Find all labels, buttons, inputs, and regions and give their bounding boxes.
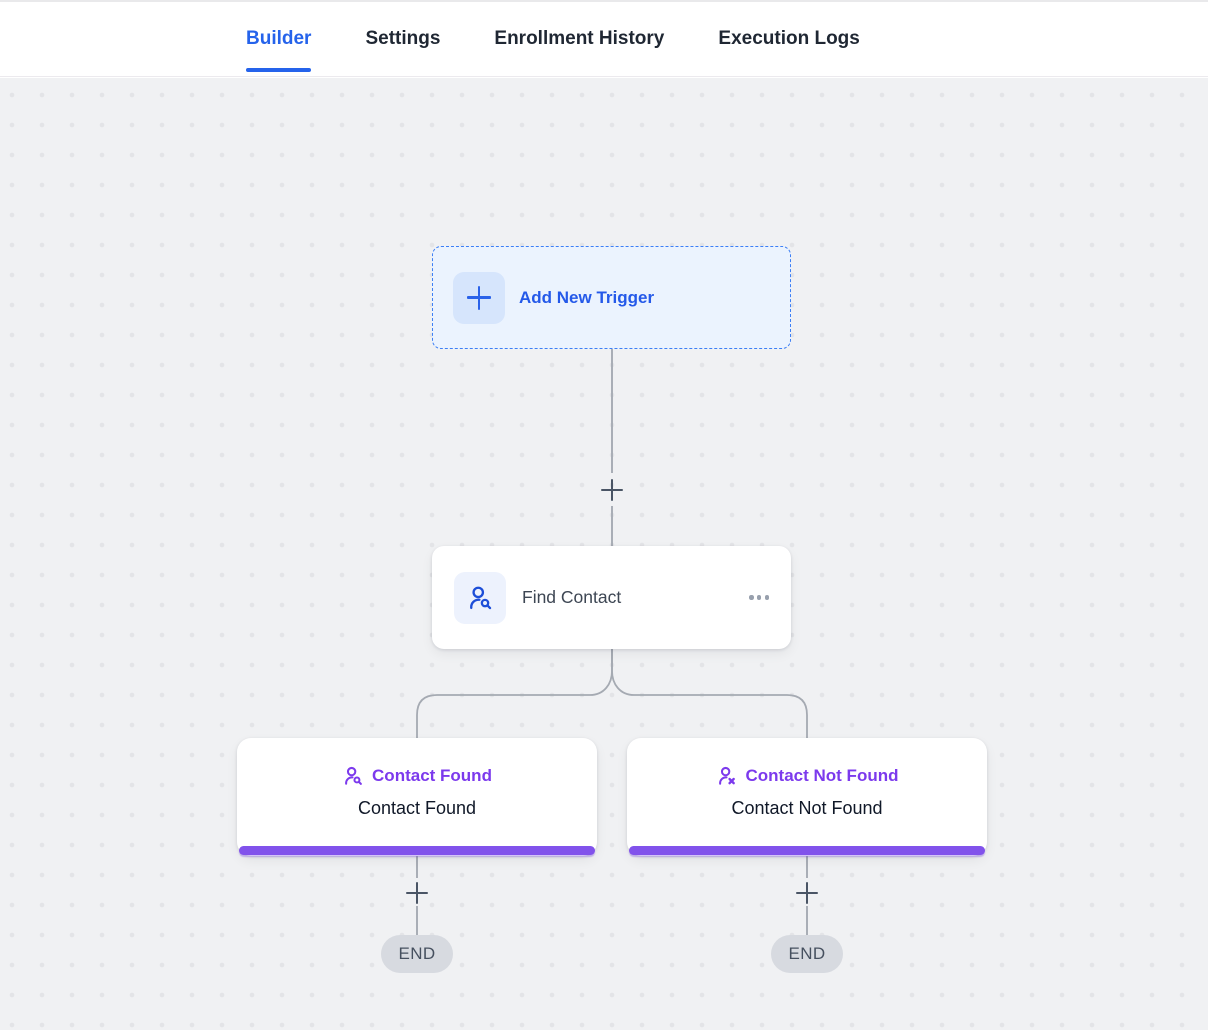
user-x-icon xyxy=(718,766,735,785)
add-step-button-main[interactable] xyxy=(601,479,623,501)
end-node-left: END xyxy=(381,935,453,973)
tab-bar: Builder Settings Enrollment History Exec… xyxy=(0,0,1208,77)
find-contact-label: Find Contact xyxy=(522,587,622,607)
branch-subtitle: Contact Not Found xyxy=(731,798,883,818)
more-options-icon[interactable] xyxy=(749,589,769,605)
add-step-button-right-branch[interactable] xyxy=(796,882,818,904)
tab-settings[interactable]: Settings xyxy=(365,28,441,49)
plus-icon[interactable] xyxy=(453,271,505,324)
bottom-strip xyxy=(0,1030,1208,1036)
add-step-button-left-branch[interactable] xyxy=(406,882,428,904)
branch-subtitle: Contact Found xyxy=(357,798,477,818)
user-search-icon xyxy=(470,586,492,609)
add-new-trigger-label: Add New Trigger xyxy=(519,287,655,307)
contact-not-found-node[interactable]: Contact Not Found Contact Not Found xyxy=(627,738,987,856)
action-icon-box xyxy=(454,571,506,624)
find-contact-node[interactable]: Find Contact xyxy=(432,546,791,649)
branch-title: Contact Found xyxy=(372,766,492,785)
tab-execution-logs[interactable]: Execution Logs xyxy=(718,28,860,49)
branch-accent-bar xyxy=(629,846,985,855)
end-node-right: END xyxy=(771,935,843,973)
branch-accent-bar xyxy=(239,846,595,855)
tab-builder[interactable]: Builder xyxy=(246,2,312,76)
branch-title: Contact Not Found xyxy=(745,766,899,785)
contact-found-node[interactable]: Contact Found Contact Found xyxy=(237,738,597,856)
user-search-icon xyxy=(345,766,362,785)
tab-enrollment-history[interactable]: Enrollment History xyxy=(494,28,665,49)
add-new-trigger-node[interactable]: Add New Trigger xyxy=(432,246,791,349)
workflow-canvas[interactable]: Add New Trigger Find Contact xyxy=(0,78,1208,1030)
